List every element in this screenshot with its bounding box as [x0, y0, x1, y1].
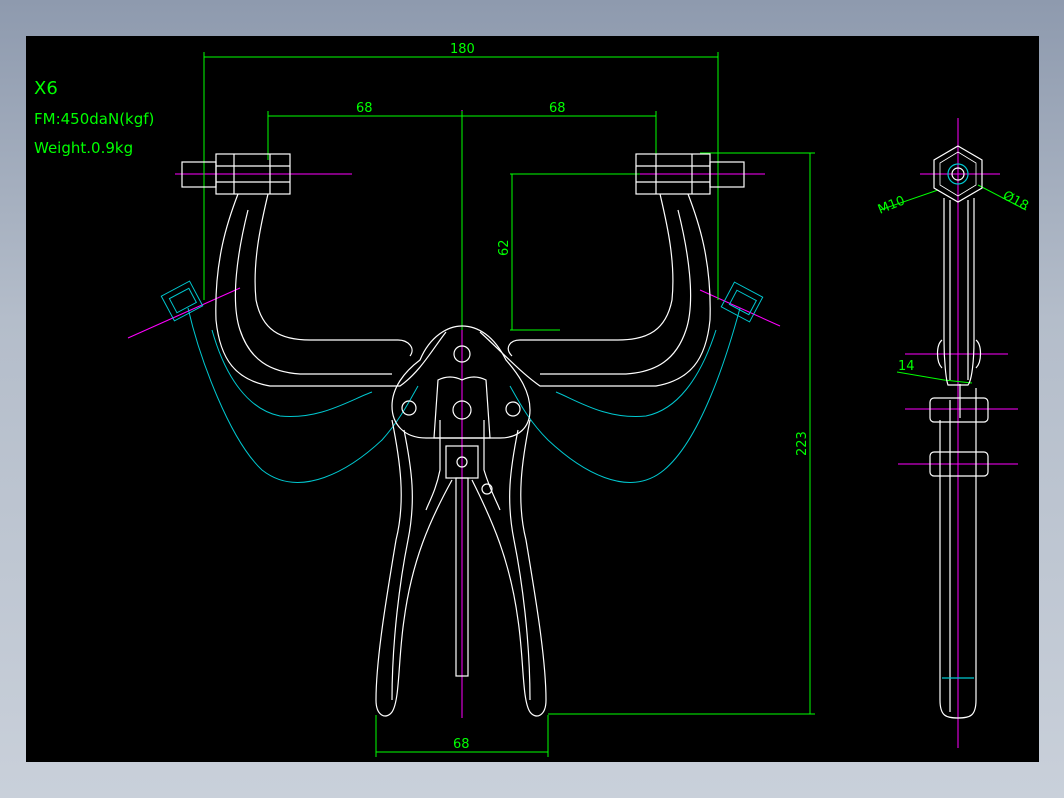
- dim-left-half: 68: [356, 101, 373, 116]
- weight-label: Weight.0.9kg: [34, 139, 133, 157]
- dimension-lines: [203, 52, 1027, 757]
- dim-overall-height: 223: [795, 431, 810, 456]
- drawing-canvas: [26, 36, 1039, 762]
- phantom-open-arms: [160, 280, 764, 483]
- dim-overall-width: 180: [450, 42, 475, 57]
- dim-arm-height: 62: [497, 239, 512, 256]
- force-label: FM:450daN(kgf): [34, 110, 154, 128]
- clamp-body: [181, 153, 745, 717]
- dim-thickness: 14: [898, 359, 915, 374]
- dim-handle-spacing: 68: [453, 737, 470, 752]
- model-label: X6: [34, 78, 58, 99]
- side-view: [929, 145, 989, 719]
- dim-right-half: 68: [549, 101, 566, 116]
